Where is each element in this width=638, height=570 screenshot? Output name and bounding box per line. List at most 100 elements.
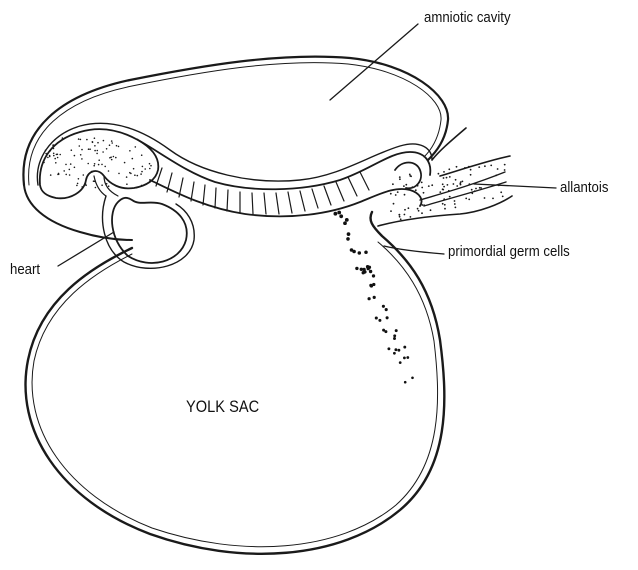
stipple-dot <box>45 150 47 152</box>
stipple-dot <box>95 187 97 189</box>
stipple-dot <box>49 155 51 157</box>
stipple-dot <box>470 169 472 171</box>
stipple-dot <box>421 187 423 189</box>
stipple-dot <box>111 142 113 144</box>
germ-cell-dot <box>343 221 347 225</box>
germ-cell-dot <box>387 347 390 350</box>
germ-cell-dot <box>403 346 406 349</box>
stipple-dot <box>97 150 99 152</box>
stipple-dot <box>395 194 397 196</box>
germ-cell-dot <box>394 348 397 351</box>
stipple-dot <box>132 158 134 160</box>
stipple-dot <box>443 177 445 179</box>
stipple-dot <box>94 145 96 147</box>
stipple-dot <box>498 185 500 187</box>
stipple-dot <box>142 166 144 168</box>
stipple-dot <box>62 137 64 139</box>
germ-cell-dot <box>346 237 350 241</box>
stipple-dot <box>468 166 470 168</box>
stipple-dot <box>423 192 425 194</box>
stipple-dot <box>50 174 52 176</box>
germ-cell-dot <box>399 361 402 364</box>
stipple-dot <box>78 138 80 140</box>
stipple-dot <box>65 174 67 176</box>
stipple-dot <box>81 186 83 188</box>
stipple-dot <box>79 145 81 147</box>
germ-cell-dot <box>386 316 389 319</box>
embryo-body-ventral-outline <box>150 180 422 216</box>
stipple-dot <box>453 183 455 185</box>
stipple-dot <box>53 153 55 155</box>
stipple-dot <box>102 151 104 153</box>
stipple-dot <box>421 212 423 214</box>
germ-cell-dot <box>358 251 361 254</box>
germ-cell-dot <box>369 270 372 273</box>
stipple-dot <box>49 150 51 152</box>
embryo-head-stippling <box>43 137 152 188</box>
stipple-dot <box>464 167 466 169</box>
stipple-dot <box>103 140 105 142</box>
germ-cell-dot <box>352 250 356 254</box>
germ-cell-dot <box>403 357 406 360</box>
stipple-dot <box>446 177 448 179</box>
stipple-dot <box>431 184 433 186</box>
stipple-dot <box>442 188 444 190</box>
stipple-dot <box>133 168 135 170</box>
stipple-dot <box>438 173 440 175</box>
stipple-dot <box>80 139 82 141</box>
stipple-dot <box>53 148 55 150</box>
germ-cell-dot <box>393 352 396 355</box>
stipple-dot <box>124 162 126 164</box>
stipple-dot <box>439 191 441 193</box>
stipple-dot <box>142 142 144 144</box>
amniotic-cavity-label: amniotic cavity <box>424 10 511 25</box>
stipple-dot <box>471 189 473 191</box>
germ-cell-dot <box>355 267 358 270</box>
stipple-dot <box>80 154 82 156</box>
stipple-dot <box>96 153 98 155</box>
stipple-dot <box>398 214 400 216</box>
germ-cell-dot <box>345 218 349 222</box>
stipple-dot <box>129 172 131 174</box>
stipple-dot <box>150 165 152 167</box>
amniotic-cavity-leader-line <box>330 24 418 100</box>
stipple-dot <box>144 168 146 170</box>
stipple-dot <box>390 210 392 212</box>
germ-cell-dot <box>393 334 396 337</box>
stipple-dot <box>70 163 72 165</box>
stipple-dot <box>89 148 91 150</box>
stipple-dot <box>468 199 470 201</box>
stipple-dot <box>118 173 120 175</box>
stipple-dot <box>106 148 108 150</box>
stipple-dot <box>91 171 93 173</box>
stipple-dot <box>404 194 406 196</box>
stipple-dot <box>83 174 85 176</box>
heart-label: heart <box>10 262 40 277</box>
stipple-dot <box>69 174 71 176</box>
stipple-dot <box>399 178 401 180</box>
stipple-dot <box>502 196 504 198</box>
stipple-dot <box>447 184 449 186</box>
germ-cell-dot <box>334 212 338 216</box>
germ-cell-dot <box>347 232 351 236</box>
stipple-dot <box>465 198 467 200</box>
stipple-dot <box>126 176 128 178</box>
stipple-dot <box>81 158 83 160</box>
stipple-dot <box>492 198 494 200</box>
stipple-dot <box>135 146 137 148</box>
stipple-dot <box>404 209 406 211</box>
stipple-dot <box>106 183 108 185</box>
stipple-dot <box>149 168 151 170</box>
stipple-dot <box>405 184 407 186</box>
stipple-dot <box>57 157 59 159</box>
germ-cell-dot <box>372 274 375 277</box>
stipple-dot <box>59 154 61 156</box>
stipple-dot <box>462 181 464 183</box>
stipple-dot <box>484 197 486 199</box>
stipple-dot <box>126 183 128 185</box>
stipple-dot <box>74 167 76 169</box>
stipple-dot <box>409 174 411 176</box>
germ-cell-dot <box>367 297 370 300</box>
amnion-inner-lining <box>37 123 432 185</box>
